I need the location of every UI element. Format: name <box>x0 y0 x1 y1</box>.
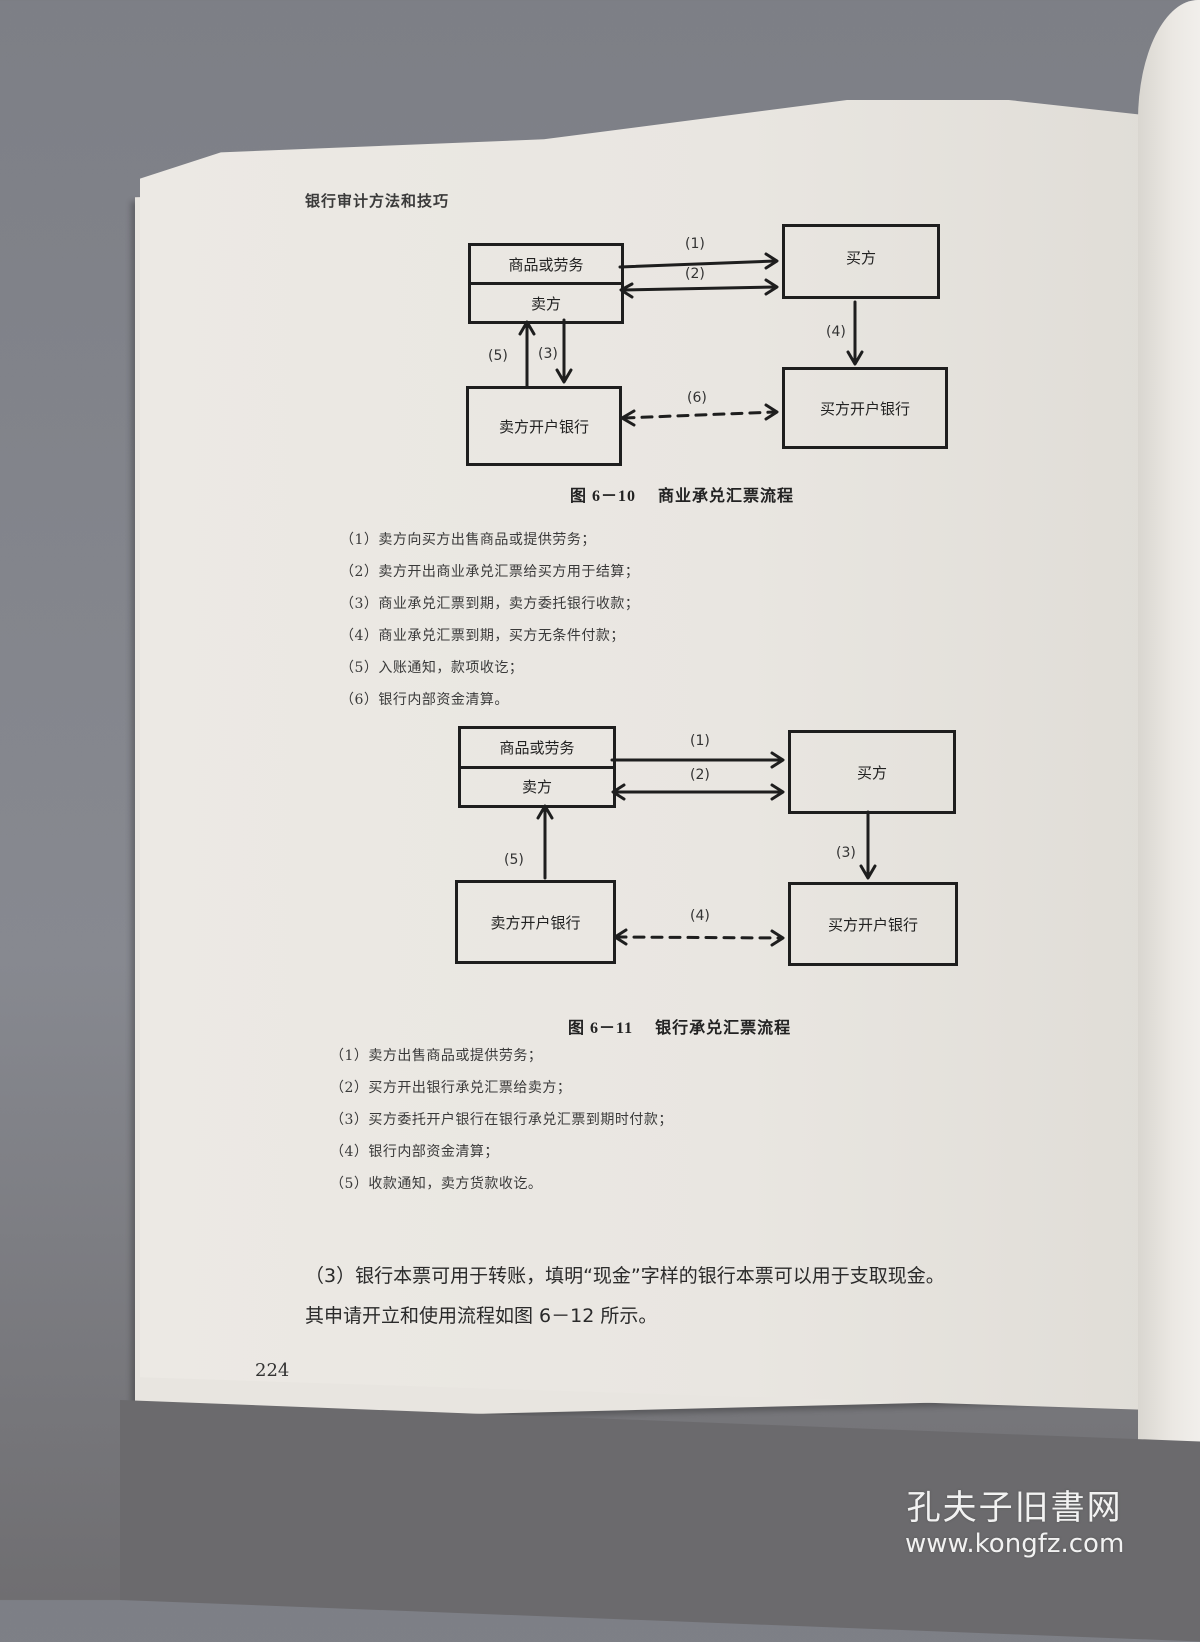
step-item: （1）卖方向买方出售商品或提供劳务； <box>340 532 596 548</box>
edge-label-4: (4) <box>826 324 846 340</box>
seller-cell: 卖方 <box>471 282 621 321</box>
figure-number: 图 6－11 <box>568 1020 634 1037</box>
edge-label-5: (5) <box>504 852 524 868</box>
figure-6-10-arrows <box>518 252 864 427</box>
page-number: 224 <box>255 1360 290 1381</box>
watermark-title: 孔夫子旧書网 <box>906 1488 1123 1528</box>
step-item: （5）收款通知，卖方货款收讫。 <box>330 1176 543 1192</box>
goods-cell: 商品或劳务 <box>499 738 575 757</box>
watermark-url: www.kongfz.com <box>905 1529 1125 1559</box>
step-item: （4）商业承兑汇票到期，买方无条件付款； <box>340 628 625 644</box>
seller-cell: 卖方 <box>461 765 613 806</box>
figure-6-11-arrows <box>536 751 877 947</box>
edge-label-1: (1) <box>690 733 710 749</box>
step-item: （2）卖方开出商业承兑汇票给买方用于结算； <box>340 564 640 580</box>
figure-6-10-caption: 图 6－10 商业承兑汇票流程 <box>570 482 794 506</box>
next-page-curl <box>1138 0 1200 1600</box>
figure-6-10-steps: （1）卖方向买方出售商品或提供劳务； （2）卖方开出商业承兑汇票给买方用于结算；… <box>340 524 639 716</box>
step-item: （2）买方开出银行承兑汇票给卖方； <box>330 1080 572 1096</box>
figure-6-11-steps: （1）卖方出售商品或提供劳务； （2）买方开出银行承兑汇票给卖方； （3）买方委… <box>330 1040 673 1200</box>
buyer-box: 买方 <box>782 224 940 299</box>
paragraph-line: （3）银行本票可用于转账，填明“现金”字样的银行本票可以用于支取现金。 <box>305 1265 945 1287</box>
step-item: （4）银行内部资金清算； <box>330 1144 499 1160</box>
step-item: （3）买方委托开户银行在银行承兑汇票到期时付款； <box>330 1112 673 1128</box>
edge-label-6: (6) <box>687 390 707 406</box>
figure-title: 银行承兑汇票流程 <box>655 1018 792 1037</box>
seller-bank-box: 卖方开户银行 <box>455 880 616 964</box>
goods-cell: 商品或劳务 <box>508 255 584 274</box>
buyer-box: 买方 <box>788 730 956 814</box>
book-page <box>140 100 1150 1410</box>
step-item: （6）银行内部资金清算。 <box>340 692 509 708</box>
body-paragraph: （3）银行本票可用于转账，填明“现金”字样的银行本票可以用于支取现金。 其申请开… <box>305 1256 1185 1336</box>
seller-box: 商品或劳务 卖方 <box>468 243 624 324</box>
edge-label-1: (1) <box>685 236 705 252</box>
buyer-bank-box: 买方开户银行 <box>788 882 958 966</box>
edge-label-2: (2) <box>685 266 705 282</box>
edge-label-4: (4) <box>690 908 710 924</box>
watermark: 孔夫子旧書网 www.kongfz.com <box>905 1480 1124 1559</box>
paragraph-line: 其申请开立和使用流程如图 6－12 所示。 <box>305 1305 658 1327</box>
buyer-bank-box: 买方开户银行 <box>782 367 948 449</box>
edge-label-3: (3) <box>836 845 856 861</box>
running-head: 银行审计方法和技巧 <box>305 192 450 210</box>
edge-label-5: (5) <box>488 348 508 364</box>
figure-6-11-diagram: 商品或劳务 卖方 买方 卖方开户银行 买方开户银行 (1) (2) (3) (4… <box>455 726 958 966</box>
figure-number: 图 6－10 <box>570 488 637 505</box>
seller-bank-box: 卖方开户银行 <box>466 386 622 466</box>
step-item: （3）商业承兑汇票到期，卖方委托银行收款； <box>340 596 640 612</box>
figure-6-11-caption: 图 6－11 银行承兑汇票流程 <box>568 1014 791 1038</box>
edge-label-2: (2) <box>690 767 710 783</box>
step-item: （1）卖方出售商品或提供劳务； <box>330 1048 543 1064</box>
figure-6-10-diagram: 商品或劳务 卖方 买方 卖方开户银行 买方开户银行 (1) (2) (3) (4… <box>466 224 948 466</box>
step-item: （5）入账通知，款项收讫； <box>340 660 524 676</box>
edge-label-3: (3) <box>538 346 558 362</box>
seller-box: 商品或劳务 卖方 <box>458 726 616 808</box>
figure-title: 商业承兑汇票流程 <box>658 486 795 505</box>
